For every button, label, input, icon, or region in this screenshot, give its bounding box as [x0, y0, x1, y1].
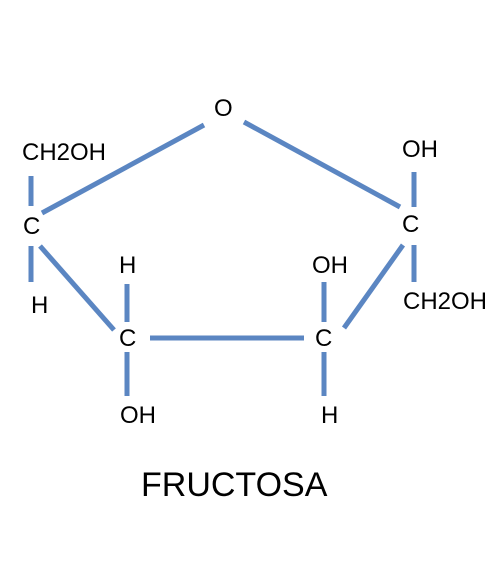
c3-h-label: H — [119, 252, 137, 279]
bond-o-right — [242, 119, 402, 210]
bond-c2-c3 — [38, 244, 116, 332]
c4-oh-label: OH — [312, 252, 348, 279]
c4-h-label: H — [321, 402, 339, 429]
c5-oh-label: OH — [402, 136, 438, 163]
c3-oh-label: OH — [120, 402, 156, 429]
c3-carbon-label: C — [119, 325, 137, 352]
c2-h-label: H — [31, 292, 49, 319]
bond-o-left — [40, 122, 206, 216]
c2-ch2oh-label: CH2OH — [22, 139, 107, 166]
c5-ch2oh-label: CH2OH — [403, 288, 488, 315]
c5-carbon-label: C — [402, 211, 420, 238]
bond-c4-c5 — [341, 243, 406, 330]
ring-oxygen-label: O — [214, 95, 233, 122]
diagram-title: FRUCTOSA — [141, 466, 328, 504]
c4-carbon-label: C — [315, 325, 333, 352]
c2-carbon-label: C — [23, 213, 41, 240]
